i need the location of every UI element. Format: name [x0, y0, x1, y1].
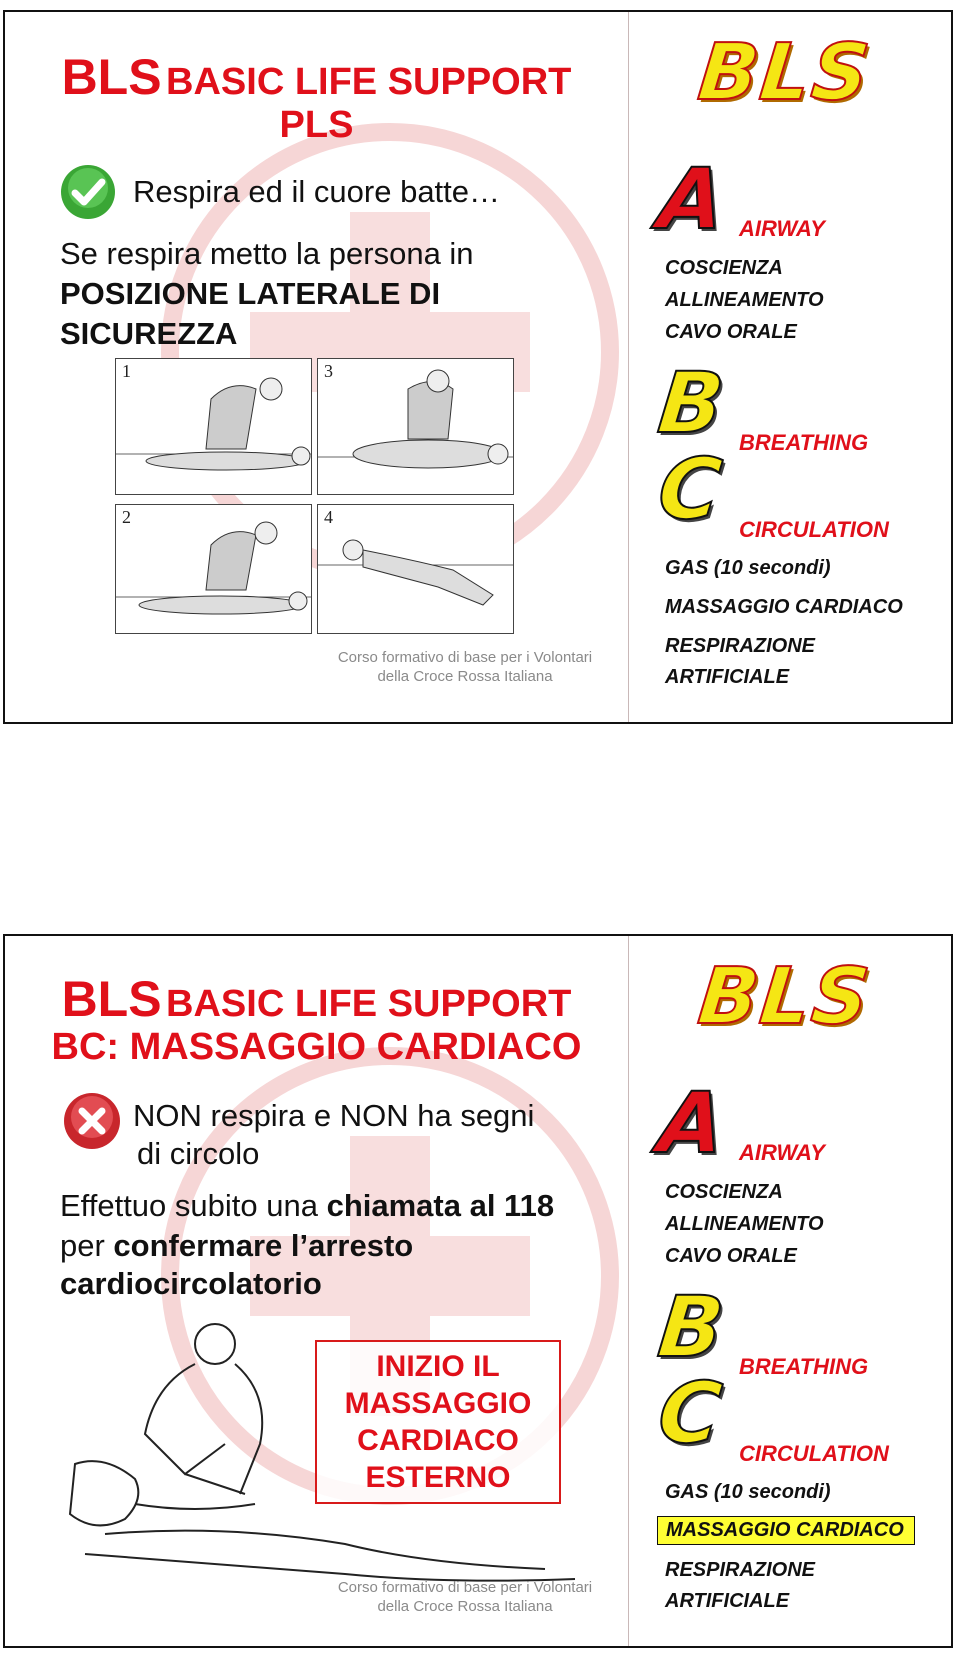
slide-title: BLS BASIC LIFE SUPPORT PLS: [5, 50, 628, 147]
footer-line-1: Corso formativo di base per i Volontari: [337, 649, 593, 666]
callout-line: ESTERNO: [365, 1461, 511, 1494]
heading-breathing: BREATHING: [739, 1354, 869, 1379]
footer-line-1: Corso formativo di base per i Volontari: [337, 1579, 593, 1596]
title-line2: PLS: [279, 104, 354, 146]
illustration-panel-1: 1: [115, 358, 312, 495]
letter-c: C: [653, 1363, 727, 1463]
title-line2: BC: MASSAGGIO CARDIACO: [51, 1026, 582, 1068]
heading-airway: AIRWAY: [739, 1140, 825, 1165]
body-line-3: SICUREZZA: [60, 316, 238, 351]
title-bls: BLS: [61, 971, 162, 1027]
divider: [628, 12, 629, 722]
body-text-bold: confermare l’arresto: [113, 1228, 414, 1263]
body-line-2: per confermare l’arresto: [60, 1226, 413, 1266]
letter-c: C: [653, 439, 727, 539]
bullet-line-2: di circolo: [137, 1136, 260, 1171]
callout-box: INIZIO IL MASSAGGIO CARDIACO ESTERNO: [315, 1340, 561, 1504]
body-line-3: cardiocircolatorio: [60, 1266, 322, 1301]
letter-a: A: [653, 1073, 730, 1173]
footer-line-2: della Croce Rossa Italiana: [377, 668, 553, 685]
airway-item: ALLINEAMENTO: [665, 289, 824, 311]
bls-logo: BLS: [693, 27, 876, 119]
bls-sidebar: BLS A AIRWAY COSCIENZA ALLINEAMENTO CAVO…: [629, 12, 951, 722]
green-check-icon: [61, 165, 115, 219]
divider: [628, 936, 629, 1646]
footer-line-2: della Croce Rossa Italiana: [377, 1598, 553, 1615]
body-line-2: POSIZIONE LATERALE DI: [60, 276, 441, 311]
airway-item: COSCIENZA: [665, 257, 783, 279]
bullet-text: Respira ed il cuore batte…: [133, 174, 501, 209]
circulation-item: GAS (10 secondi): [665, 1481, 831, 1503]
slide-2: BLS BASIC LIFE SUPPORT BC: MASSAGGIO CAR…: [3, 934, 953, 1648]
airway-item: CAVO ORALE: [665, 1245, 797, 1267]
airway-item: CAVO ORALE: [665, 321, 797, 343]
footer: Corso formativo di base per i Volontari …: [315, 1578, 615, 1616]
footer: Corso formativo di base per i Volontari …: [315, 648, 615, 686]
left-column: BLS BASIC LIFE SUPPORT PLS Respira ed il…: [5, 12, 628, 722]
slide-1: BLS BASIC LIFE SUPPORT PLS Respira ed il…: [3, 10, 953, 724]
slide-title: BLS BASIC LIFE SUPPORT BC: MASSAGGIO CAR…: [5, 972, 628, 1069]
circulation-item: ARTIFICIALE: [665, 666, 790, 688]
red-x-icon: [64, 1093, 120, 1149]
callout-line: MASSAGGIO: [344, 1387, 532, 1420]
body-text-bold: chiamata al 118: [326, 1188, 555, 1223]
left-column: BLS BASIC LIFE SUPPORT BC: MASSAGGIO CAR…: [5, 936, 628, 1646]
callout-line: CARDIACO: [357, 1424, 519, 1457]
recovery-position-step-3-image: [318, 369, 513, 469]
body-text: Effettuo subito una: [60, 1188, 327, 1223]
body-line-1: Effettuo subito una chiamata al 118: [60, 1186, 554, 1226]
heading-breathing: BREATHING: [739, 430, 869, 455]
title-rest: BASIC LIFE SUPPORT: [166, 983, 572, 1025]
circulation-item: MASSAGGIO CARDIACO: [665, 596, 903, 618]
illustration-panel-3: 3: [317, 358, 514, 495]
airway-item: ALLINEAMENTO: [665, 1213, 824, 1235]
title-rest: BASIC LIFE SUPPORT: [166, 61, 572, 103]
panel-number: 4: [324, 507, 333, 527]
circulation-item: RESPIRAZIONE: [665, 1559, 816, 1581]
illustration-panel-2: 2: [115, 504, 312, 634]
circulation-item: GAS (10 secondi): [665, 557, 831, 579]
heading-circulation: CIRCULATION: [739, 517, 889, 542]
heading-circulation: CIRCULATION: [739, 1441, 889, 1466]
airway-item: COSCIENZA: [665, 1181, 783, 1203]
letter-b: B: [653, 1277, 729, 1377]
cpr-illustration-image: [68, 1323, 576, 1582]
illustration-panel-4: 4: [317, 504, 514, 634]
callout-line: INIZIO IL: [376, 1350, 500, 1383]
circulation-item: ARTIFICIALE: [665, 1590, 790, 1612]
title-bls: BLS: [61, 49, 162, 105]
circulation-item: RESPIRAZIONE: [665, 635, 816, 657]
recovery-position-step-2-image: [116, 521, 311, 615]
recovery-position-step-4-image: [318, 539, 513, 606]
bls-logo: BLS: [693, 951, 876, 1043]
panel-number: 2: [122, 507, 131, 527]
heading-airway: AIRWAY: [739, 216, 825, 241]
bullet-line-1: NON respira e NON ha segni: [133, 1098, 535, 1133]
letter-a: A: [653, 149, 730, 249]
body-line-1: Se respira metto la persona in: [60, 236, 474, 271]
panel-number: 3: [324, 361, 333, 381]
panel-number: 1: [122, 361, 131, 381]
letter-b: B: [653, 353, 729, 453]
circulation-item-highlighted: MASSAGGIO CARDIACO: [657, 1516, 915, 1545]
bls-sidebar: BLS A AIRWAY COSCIENZA ALLINEAMENTO CAVO…: [629, 936, 951, 1646]
body-text: per: [60, 1228, 114, 1263]
recovery-position-step-1-image: [116, 377, 311, 471]
